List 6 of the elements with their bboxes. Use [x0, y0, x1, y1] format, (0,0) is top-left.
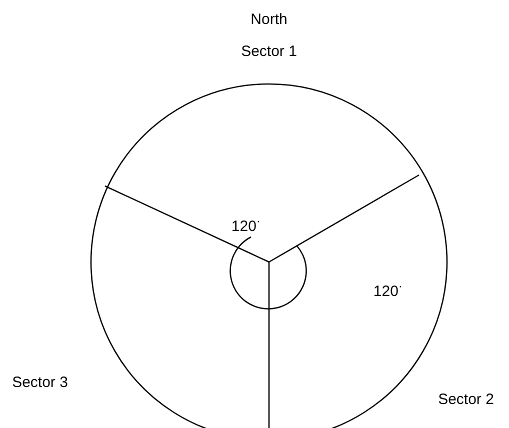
- angle-label: 120$^{·}$: [231, 214, 261, 236]
- angle-label: 120$^{·}$: [373, 280, 403, 300]
- compass-label: North: [250, 12, 288, 28]
- sector-label: Sector 3: [12, 374, 68, 392]
- sector-label: Sector 2: [438, 392, 494, 408]
- sector-label: Sector 1: [241, 44, 297, 60]
